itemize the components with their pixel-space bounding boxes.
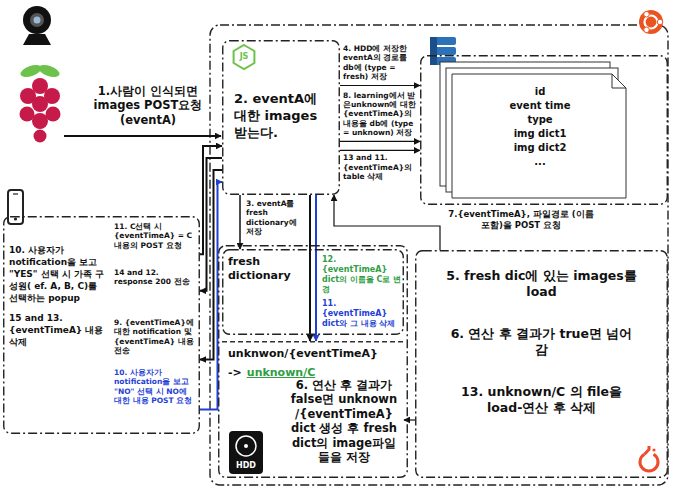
edge-label: 12. {eventTimeA} dict의 이름을 C로 변경: [322, 255, 404, 295]
camera-post-arrow: [64, 135, 221, 137]
edge-label: 8. learning에서 받은unknown에 대한 {eventTimeA}…: [343, 91, 417, 138]
hdd-icon: [229, 431, 263, 474]
edge-label: 3. eventA를 fresh dictionary에 저장: [246, 199, 306, 237]
connector-arrow: [340, 141, 420, 142]
node-text: 13. unknown/C 의 file을 load-연산 후 삭제: [445, 384, 638, 416]
node-text: 15 and 13. {eventTimeA} 내용 삭제: [9, 312, 105, 348]
node-text: ...: [452, 155, 628, 169]
connector-arrow: [200, 146, 222, 254]
edge-label: 13 and 11. {eventTimeA}의 table 삭제: [343, 153, 417, 181]
box-outline: [223, 41, 340, 195]
edge-label: 9. {eventTimeA}에 대한 notification 및 {even…: [114, 318, 196, 356]
node-text: HDD: [230, 461, 262, 471]
node-text: type: [452, 113, 628, 127]
connector-arrow: [239, 195, 241, 249]
box-outline: [223, 250, 404, 335]
node-text: unknwon/{eventTimeA}: [228, 347, 400, 361]
nodejs-logo: [234, 45, 255, 69]
connector-arrow: [340, 150, 420, 151]
raspberry-pi-icon: [19, 63, 61, 143]
edge-label: 7.{eventTimeA}, 파일경로 (이름포함)을 POST 요청: [446, 209, 596, 230]
connector-arrow: [200, 170, 222, 360]
logo-text: JS: [236, 52, 252, 62]
learning-box: 5. fresh dic에 있는 images를 load 6. 연산 후 결과가…: [415, 250, 668, 478]
connector-arrow: [404, 419, 415, 420]
box-outline: [4, 217, 200, 434]
edge-label: 11. {eventTimeA} dict와 그 내용 삭제: [322, 299, 404, 329]
connector-arrow: [340, 85, 420, 86]
ubuntu-logo: [639, 10, 663, 34]
band-line: [222, 341, 404, 342]
node-text: event time: [452, 99, 628, 113]
ubuntu-server-frame: [210, 25, 668, 485]
box-outline: [421, 56, 668, 205]
connector-arrow: [200, 158, 222, 291]
edge-label: 4. HDD에 저장한 eventA의 경로를 db에 (type = fres…: [343, 44, 417, 82]
node-text: unknown/C: [247, 366, 315, 380]
pytorch-logo: [640, 446, 658, 471]
node-text: img dict1: [452, 127, 628, 141]
connector-arrow: [315, 195, 317, 341]
node-text: id: [452, 85, 628, 99]
node-text: 6. 연산 후 결과가 true면 넘어감: [445, 326, 638, 358]
webcam-icon: [23, 6, 51, 45]
edge-label: 10. 사용자가 notification을 보고 "NO" 선택 시 NO에 …: [114, 368, 196, 406]
server-process-box: 2. eventA에 대한 images 받는다.: [222, 40, 340, 195]
node-text: 5. fresh dic에 있는 images를 load: [445, 268, 638, 300]
node-text: img dict2: [452, 141, 628, 155]
node-text: fresh dictionary: [228, 255, 306, 283]
box-outline: [416, 251, 668, 478]
database-box: idevent timetypeimg dict1img dict2...: [420, 55, 668, 205]
node-text: 10. 사용자가 notification을 보고 "YES" 선택 시 가족 …: [9, 244, 105, 304]
callout-label: 1.사람이 인식되면 images POST요청 (eventA): [90, 84, 206, 127]
node-text: 2. eventA에 대한 images 받는다.: [234, 90, 332, 141]
connector-arrow: [200, 182, 222, 410]
node-text: ->: [228, 366, 242, 380]
database-icon: [430, 37, 456, 65]
box-outline: [219, 246, 408, 478]
edge-label: 11. C선택 시 {eventTimeA} = C 내용의 POST 요청: [114, 222, 196, 250]
connector-arrow: [334, 195, 440, 250]
edge-label: 6. 연산 후 결과가 false면 unknown /{eventTimeA}…: [290, 378, 398, 464]
phone-icon: [8, 190, 23, 224]
connector-arrow: [309, 195, 311, 341]
edge-label: 14 and 12. response 200 전송: [114, 268, 196, 287]
